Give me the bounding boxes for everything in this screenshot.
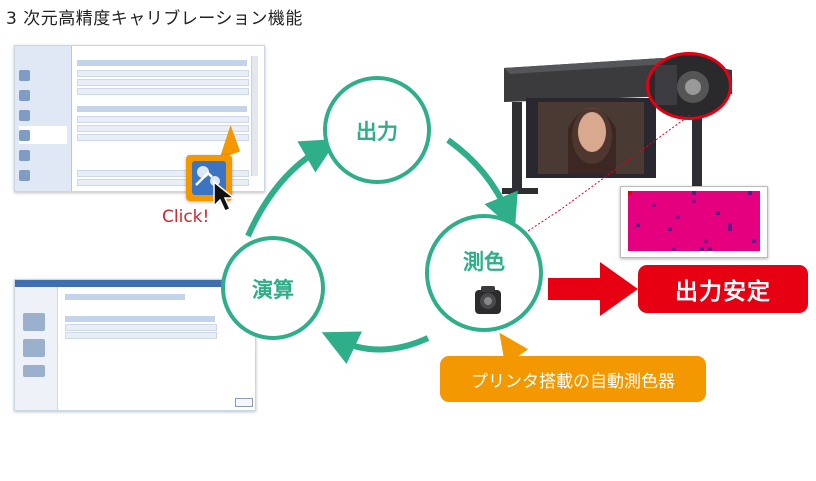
color-chart-image	[620, 186, 768, 258]
screenshot-sidebar	[15, 46, 72, 191]
cycle-label-compute: 演算	[252, 278, 294, 302]
calibration-software-screenshot-bottom	[14, 279, 256, 411]
page-title: 3 次元高精度キャリブレーション機能	[6, 9, 303, 29]
sidebar-icon	[19, 106, 67, 124]
mouse-cursor-icon	[212, 180, 240, 218]
sidebar-icon	[19, 126, 67, 144]
color-sensor-icon	[473, 284, 503, 320]
sidebar-icon	[19, 166, 67, 184]
auto-meter-callout: プリンタ搭載の自動測色器	[440, 356, 706, 402]
cycle-node-output: 出力	[323, 76, 431, 184]
stable-output-badge: 出力安定	[638, 265, 808, 313]
click-label: Click!	[162, 207, 210, 227]
cycle-node-compute: 演算	[221, 236, 325, 340]
sidebar-icon	[19, 66, 67, 84]
cycle-label-measure: 測色	[463, 250, 505, 274]
cycle-node-measure: 測色	[425, 214, 543, 332]
cycle-label-output: 出力	[356, 120, 398, 144]
result-arrow-icon	[548, 262, 640, 320]
measurement-unit-zoom	[646, 52, 732, 120]
sidebar-icon	[19, 86, 67, 104]
sidebar-icon	[19, 146, 67, 164]
